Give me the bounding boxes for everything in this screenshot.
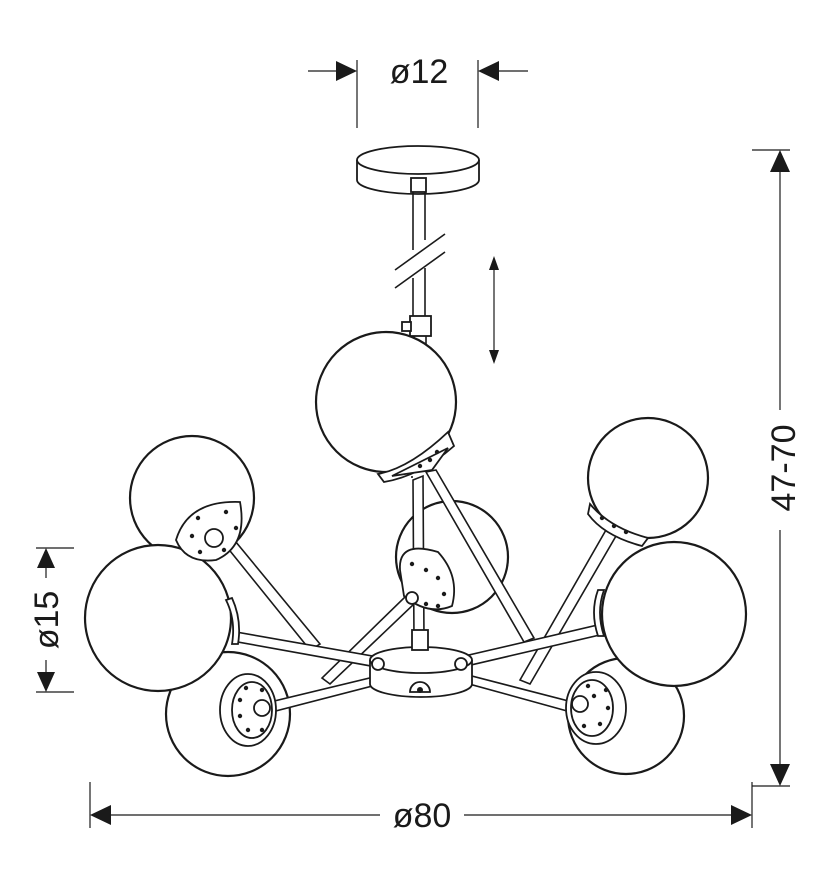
arrow-down-icon	[37, 672, 55, 692]
suspension-rod	[394, 177, 446, 345]
arm	[424, 469, 536, 644]
dimension-height: 47-70	[752, 149, 803, 787]
arrow-up-icon	[489, 256, 499, 270]
adjustable-length-arrow	[489, 256, 499, 364]
dimension-globe: ø15	[28, 547, 74, 693]
height-range-label: 47-70	[765, 425, 803, 512]
central-hub	[369, 629, 473, 698]
globe	[83, 543, 233, 693]
ceiling-canopy	[356, 145, 480, 195]
globe	[600, 540, 748, 688]
arrow-right-icon	[731, 805, 752, 825]
arrow-up-icon	[770, 150, 790, 172]
arrow-left-icon	[90, 805, 111, 825]
arrow-right-icon	[336, 61, 357, 81]
arrow-down-icon	[770, 764, 790, 786]
arrow-left-icon	[478, 61, 499, 81]
globe-diameter-label: ø15	[28, 591, 66, 650]
dimension-width: ø80	[89, 782, 753, 835]
arrow-down-icon	[489, 350, 499, 364]
arrow-up-icon	[37, 548, 55, 568]
front-globes	[83, 330, 748, 693]
canopy-diameter-label: ø12	[390, 53, 449, 91]
dimension-canopy: ø12	[308, 53, 528, 128]
total-width-label: ø80	[393, 797, 452, 835]
globe-mounts	[175, 430, 650, 747]
